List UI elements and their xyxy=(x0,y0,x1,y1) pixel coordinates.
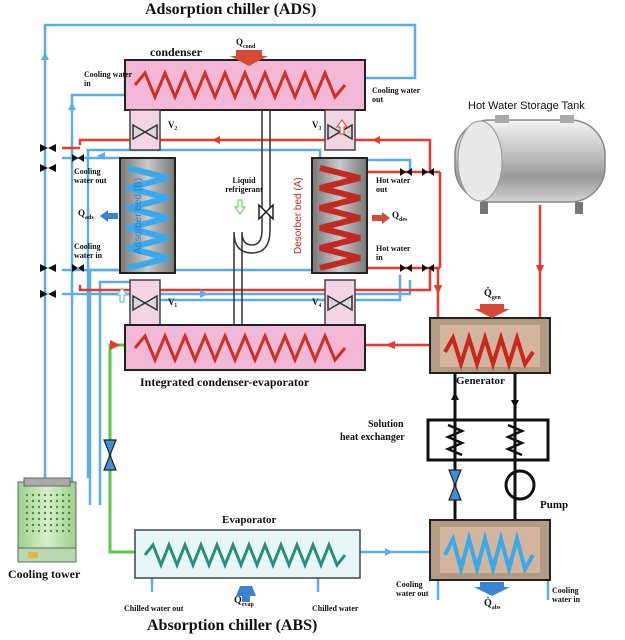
cw-in-bed-label: Cooling water in xyxy=(74,242,103,260)
valve-v1-label: V₁ xyxy=(168,297,178,307)
cw-out-condenser-label: Cooling water out xyxy=(372,86,421,104)
desorber-bed-label: Desorber bed (A) xyxy=(293,177,304,254)
adsorber-bed-label: Adsorber bed (B) xyxy=(133,177,144,254)
flow-arrowheads xyxy=(110,136,544,350)
cw-in-condenser-label: Cooling water in xyxy=(84,70,133,88)
solution-hx-coils xyxy=(444,423,526,457)
q-gen-label: Q̇gen xyxy=(484,288,501,302)
title-absorption-chiller: Absorption chiller (ABS) xyxy=(147,617,318,634)
q-evap-label: Qevap xyxy=(234,595,254,609)
absorber xyxy=(429,519,551,581)
title-adsorption-chiller: Adsorption chiller (ADS) xyxy=(145,1,317,18)
valve-v3-label: V₃ xyxy=(312,120,322,130)
hw-in-bed-label: Hot water in xyxy=(376,244,411,262)
vacuum-valves xyxy=(132,123,353,312)
liquid-refrigerant-label: Liquid refrigerant xyxy=(225,176,263,194)
hot-water-storage-tank xyxy=(454,115,606,214)
liquid-refrigerant-line xyxy=(233,110,271,325)
pump-label: Pump xyxy=(540,499,569,511)
tank-label: Hot Water Storage Tank xyxy=(468,100,585,112)
expansion-valves xyxy=(103,439,462,501)
q-cond-label: Qcond xyxy=(236,37,256,50)
adsorber-bed-b xyxy=(119,157,176,274)
integrated-condenser-evaporator xyxy=(124,324,366,371)
cw-out-absorber-label: Cooling water out xyxy=(396,580,429,598)
cw-in-absorber-label: Cooling water in xyxy=(552,586,581,604)
flow-arrowheads-blue xyxy=(41,52,393,556)
generator-label: Generator xyxy=(456,375,505,387)
q-abs-label: Q̇abs xyxy=(484,598,501,612)
chilled-water-out-label: Chilled water out xyxy=(124,604,184,613)
chilled-water-in-label: Chilled water xyxy=(312,604,359,613)
solution-hx-label-1: Solution xyxy=(368,419,404,430)
flow-arrowheads-black xyxy=(451,392,519,408)
valve-v2-label: V₂ xyxy=(168,120,178,130)
evaporator xyxy=(134,529,361,579)
cooling-tower-label: Cooling tower xyxy=(8,567,81,581)
chilled-loop xyxy=(108,343,135,554)
refrigerant-valve xyxy=(258,203,274,221)
integrated-condenser-evaporator-label: Integrated condenser-evaporator xyxy=(140,375,310,389)
generator xyxy=(429,317,551,374)
evaporator-label: Evaporator xyxy=(222,514,277,526)
heat-arrows xyxy=(100,50,510,602)
desorber-bed-a xyxy=(311,157,368,274)
hw-out-bed-label: Hot water out xyxy=(376,176,411,194)
q-des-label: Qdes xyxy=(392,210,408,223)
valve-v4-label: V₄ xyxy=(312,297,322,307)
q-ads-label: Qads xyxy=(78,208,94,221)
condenser xyxy=(124,59,366,111)
solution-hx-label-2: heat exchanger xyxy=(340,432,405,443)
pipe-valves xyxy=(40,144,434,298)
solution-lines xyxy=(426,373,550,520)
condenser-label: condenser xyxy=(150,45,202,59)
cw-out-bed-label: Cooling water out xyxy=(74,167,107,185)
cooling-tower-unit xyxy=(17,477,77,563)
cooling-water-pipes xyxy=(43,23,550,600)
